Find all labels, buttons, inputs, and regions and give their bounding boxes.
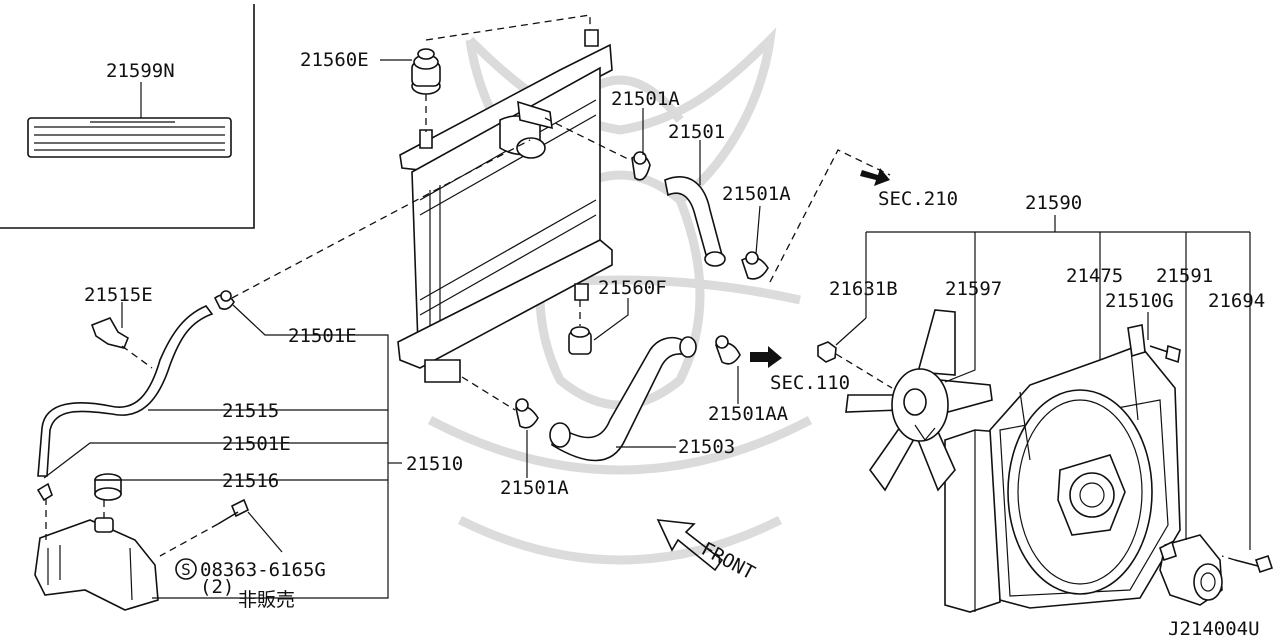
- standard-part-symbol-icon: S: [175, 558, 197, 580]
- label-21515: 21515: [222, 400, 279, 422]
- label-21597: 21597: [945, 278, 1002, 300]
- upper-hose-21501: [544, 117, 891, 283]
- bolt-08363-6165G: [159, 498, 250, 557]
- inset-box: [0, 4, 255, 229]
- label-21501: 21501: [668, 121, 725, 143]
- fan-motor-assembly-21590: [944, 324, 1181, 613]
- symbol-letter: S: [181, 560, 191, 579]
- label-bolt-qty: (2): [200, 576, 234, 598]
- radiator-cap-21560E: [411, 14, 591, 132]
- leader-lines-right: [835, 215, 1251, 550]
- fan-blade-21597: [845, 309, 993, 492]
- label-21515E: 21515E: [84, 284, 153, 306]
- label-21501A-low: 21501A: [500, 477, 569, 499]
- label-21590: 21590: [1025, 192, 1082, 214]
- label-diagram-code: J214004U: [1168, 618, 1260, 639]
- label-21501E-low: 21501E: [222, 433, 291, 455]
- label-21501AA: 21501AA: [708, 403, 789, 425]
- bolt-21694: [1221, 554, 1274, 574]
- label-21560F: 21560F: [598, 277, 667, 299]
- label-21475: 21475: [1066, 265, 1123, 287]
- fan-motor-21591: [1159, 534, 1223, 606]
- bolt-21510G: [1149, 344, 1181, 364]
- label-21591: 21591: [1156, 265, 1213, 287]
- sec110-arrow-icon: [750, 346, 782, 368]
- overflow-hose-21515: [37, 139, 531, 540]
- leader-lines-center: [380, 59, 761, 478]
- label-21501A-top: 21501A: [611, 88, 680, 110]
- reservoir-tank-21510: [34, 473, 159, 611]
- label-21560E: 21560E: [300, 49, 369, 71]
- label-sec110: SEC.110: [770, 372, 850, 394]
- front-arrow-icon: [656, 519, 724, 572]
- radiator: [397, 29, 613, 383]
- label-21503: 21503: [678, 436, 735, 458]
- leader-lines-left: [43, 302, 402, 599]
- label-bolt-code: 08363-6165G: [200, 559, 326, 581]
- label-21631B: 21631B: [829, 278, 898, 300]
- label-sec210: SEC.210: [878, 188, 958, 210]
- label-not-for-sale: 非販売: [238, 589, 295, 611]
- label-21510: 21510: [406, 453, 463, 475]
- drain-plug-21560F: [568, 300, 592, 355]
- lower-hose-21503: [461, 335, 741, 462]
- label-21510G: 21510G: [1105, 290, 1174, 312]
- label-21694: 21694: [1208, 290, 1265, 312]
- nut-21631B: [817, 341, 837, 363]
- sec210-arrow-icon: [860, 168, 890, 186]
- label-21501A-mid: 21501A: [722, 183, 791, 205]
- label-21516: 21516: [222, 470, 279, 492]
- label-21501E-top: 21501E: [288, 325, 357, 347]
- label-21599N: 21599N: [106, 60, 175, 82]
